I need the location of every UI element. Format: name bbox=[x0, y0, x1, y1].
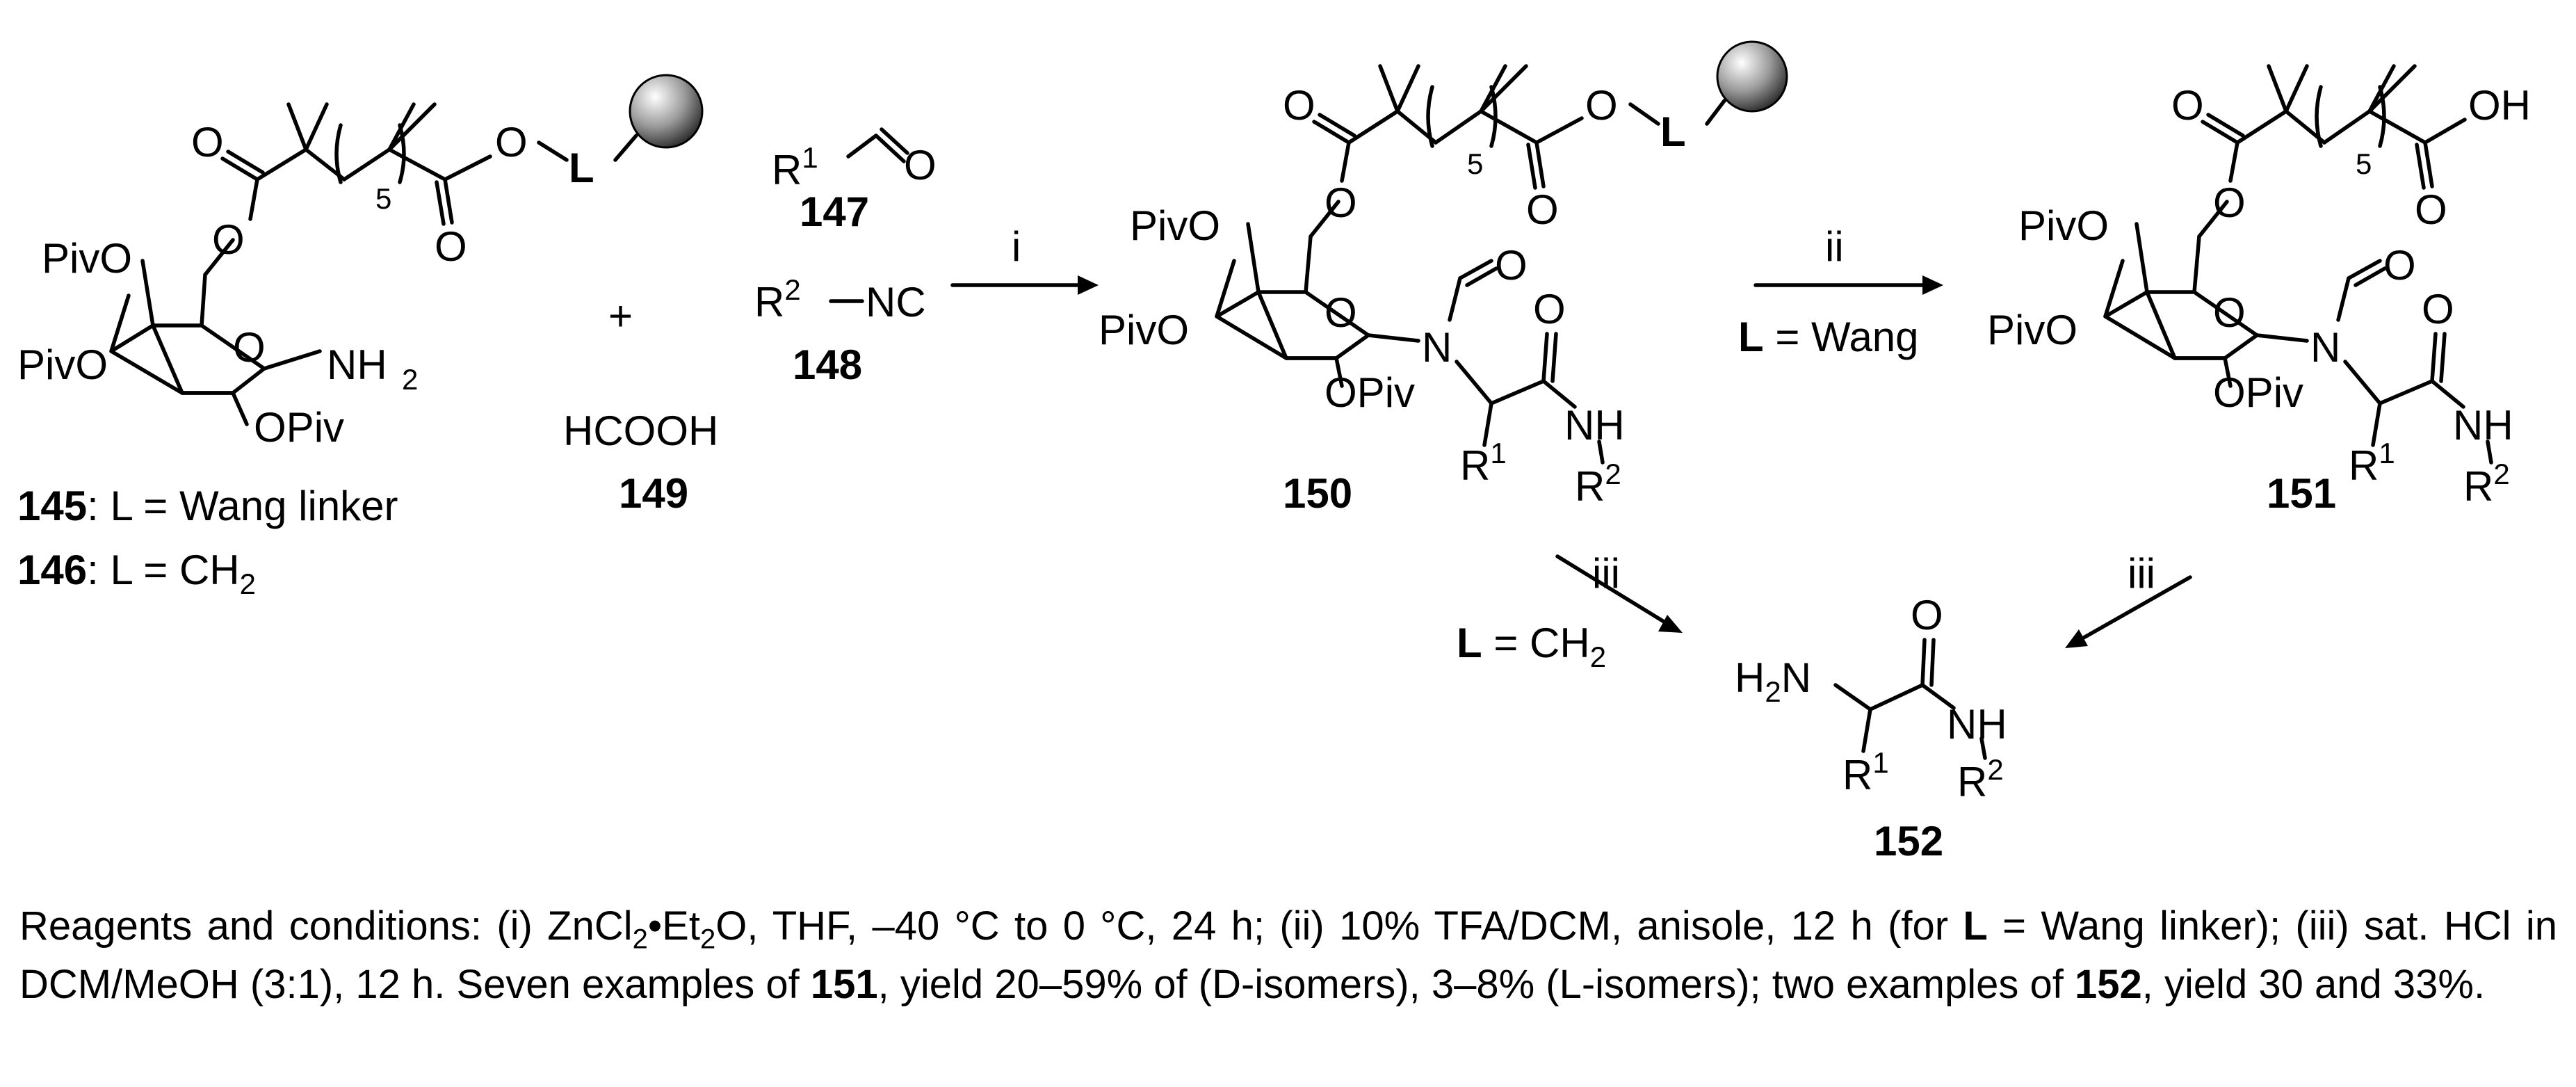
atom-label: N bbox=[1422, 324, 1452, 371]
atom-label: O bbox=[1533, 286, 1566, 332]
arrow-step-iii-right: iii bbox=[2065, 550, 2192, 648]
svg-text:H2N: H2N bbox=[1735, 654, 1811, 708]
arrow-step-ii: ii L = Wang bbox=[1738, 223, 1943, 360]
compound-146-caption: 146: L = CH2 bbox=[17, 547, 256, 600]
svg-text:R2: R2 bbox=[2463, 458, 2510, 510]
chain-count: 5 bbox=[2356, 147, 2372, 180]
linker-label: L bbox=[569, 145, 594, 191]
svg-text:NC: NC bbox=[866, 279, 926, 325]
atom-label: PivO bbox=[1987, 307, 2077, 353]
atom-label: O bbox=[2383, 242, 2416, 289]
compound-145-caption: 145: L = Wang linker bbox=[17, 483, 398, 529]
compound-149-formula: HCOOH bbox=[563, 408, 718, 454]
compound-152-label: 152 bbox=[1874, 818, 1943, 864]
atom-label: O bbox=[212, 216, 245, 263]
compound-150-label: 150 bbox=[1283, 470, 1352, 517]
atom-label: O bbox=[2415, 186, 2447, 233]
atom-label: O bbox=[1585, 82, 1618, 129]
chain-count: 5 bbox=[375, 182, 391, 215]
atom-label: O bbox=[1325, 179, 1357, 226]
atom-subscript: 2 bbox=[402, 363, 418, 396]
step-i-label: i bbox=[1012, 223, 1021, 270]
compound-152-structure: H2N O NH R1 R2 bbox=[1735, 592, 2007, 805]
atom-label: O bbox=[1495, 242, 1528, 289]
compound-150-structure: PivO PivO OPiv O O O O O L 5 N O O NH R1… bbox=[1099, 40, 1788, 510]
step-ii-condition: L = Wang bbox=[1738, 314, 1919, 360]
atom-label: PivO bbox=[42, 235, 132, 282]
linker-label: L bbox=[1660, 108, 1686, 155]
arrow-step-iii-left: iii L = CH2 bbox=[1457, 550, 1683, 673]
atom-label: PivO bbox=[1130, 202, 1220, 249]
compound-149-label: 149 bbox=[619, 470, 688, 517]
step-iii-condition: L = CH2 bbox=[1457, 620, 1606, 673]
atom-label: OPiv bbox=[1325, 369, 1415, 416]
atom-label: O bbox=[1526, 186, 1559, 233]
atom-label: O bbox=[2213, 179, 2246, 226]
plus-sign: + bbox=[608, 293, 633, 339]
atom-label: O bbox=[2171, 82, 2204, 129]
svg-text:R2: R2 bbox=[1957, 753, 2004, 805]
svg-text:R1: R1 bbox=[2349, 437, 2395, 489]
atom-label: NH bbox=[1947, 701, 2007, 748]
step-iii-label: iii bbox=[1592, 550, 1620, 597]
atom-label: OPiv bbox=[254, 404, 344, 451]
step-iii-label: iii bbox=[2128, 550, 2155, 597]
compound-147-label: 147 bbox=[800, 188, 869, 235]
atom-label: NH bbox=[2453, 402, 2513, 449]
compound-148-structure: R2 NC bbox=[754, 273, 926, 325]
atom-label: OH bbox=[2468, 82, 2531, 129]
compound-145-structure: PivO PivO OPiv O O O O O L 5 NH 2 bbox=[17, 74, 704, 451]
atom-label: O bbox=[233, 324, 266, 371]
atom-label: O bbox=[2213, 289, 2246, 336]
reagents-and-conditions-caption: Reagents and conditions: (i) ZnCl2•Et2O,… bbox=[19, 903, 2557, 1007]
compound-148-label: 148 bbox=[793, 341, 862, 388]
atom-label: O bbox=[495, 119, 528, 166]
resin-bead-icon bbox=[1716, 40, 1788, 113]
atom-label: PivO bbox=[17, 341, 108, 388]
svg-text:R2: R2 bbox=[1575, 458, 1621, 510]
compound-151-label: 151 bbox=[2267, 470, 2336, 517]
atom-label: PivO bbox=[2018, 202, 2109, 249]
arrow-step-i: i bbox=[950, 223, 1099, 295]
svg-text:R1: R1 bbox=[1842, 746, 1889, 798]
atom-label: NH bbox=[1564, 402, 1625, 449]
svg-text:R1: R1 bbox=[772, 141, 818, 193]
chain-count: 5 bbox=[1467, 147, 1483, 180]
atom-label: O bbox=[1325, 289, 1357, 336]
atom-label: PivO bbox=[1099, 307, 1189, 353]
resin-bead-icon bbox=[629, 74, 704, 149]
atom-label: O bbox=[1283, 82, 1315, 129]
compound-151-structure: PivO PivO OPiv O O O O OH 5 N O O NH R1 … bbox=[1987, 64, 2531, 510]
atom-label: N bbox=[2310, 324, 2340, 371]
atom-label: O bbox=[1911, 592, 1943, 638]
atom-label: O bbox=[904, 142, 937, 188]
atom-label: OPiv bbox=[2213, 369, 2303, 416]
atom-label: O bbox=[191, 119, 224, 166]
atom-label: O bbox=[2422, 286, 2454, 332]
atom-label: O bbox=[435, 223, 467, 270]
svg-text:R1: R1 bbox=[1460, 437, 1507, 489]
step-ii-label: ii bbox=[1825, 223, 1844, 270]
compound-147-structure: R1 O bbox=[772, 127, 937, 193]
atom-label: NH bbox=[327, 341, 387, 388]
svg-text:R2: R2 bbox=[754, 273, 801, 325]
